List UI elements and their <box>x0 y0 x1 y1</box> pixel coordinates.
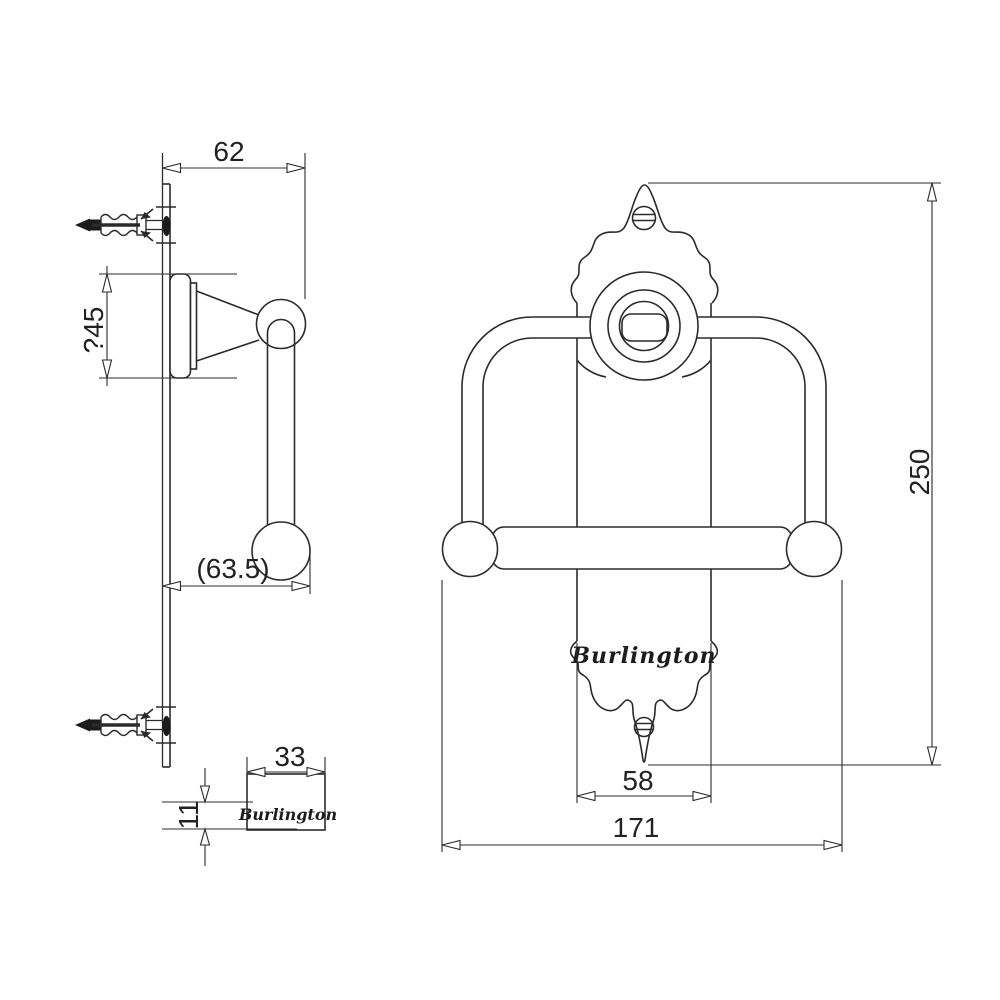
wall-anchor-bottom <box>73 705 178 745</box>
roller-bar <box>491 526 793 570</box>
dim-bell-diameter-label: ?45 <box>78 307 109 354</box>
dim-nameplate-height-label: 11 <box>173 800 204 829</box>
dim-wall-to-bracket-label: 62 <box>213 136 244 167</box>
holder-frame <box>461 316 827 545</box>
dim-bell-diameter <box>99 266 237 386</box>
dim-overall-height <box>648 182 941 766</box>
side-view: ?45 62 (63.5) <box>73 136 337 866</box>
nameplate-brand-text: Burlington <box>238 805 337 824</box>
backplate-sides <box>576 303 712 641</box>
dim-nameplate-width <box>246 757 326 778</box>
dim-backplate-width-label: 58 <box>622 765 653 796</box>
dim-overall-width <box>441 580 843 852</box>
dim-wall-to-ball-label: (63.5) <box>196 553 269 584</box>
dim-nameplate-width-label: 33 <box>274 741 305 772</box>
dim-overall-height-label: 250 <box>904 449 935 496</box>
mounting-bell <box>169 273 260 379</box>
pivot-hub-side <box>255 298 307 350</box>
dim-wall-to-ball <box>162 551 311 594</box>
backplate-bottom-finial <box>569 640 719 763</box>
wall-plate-side <box>161 153 171 768</box>
dim-overall-width-label: 171 <box>613 812 660 843</box>
front-view: Burlington 58 171 250 <box>441 182 941 852</box>
backplate-brand-text: Burlington <box>570 643 716 669</box>
arm-bend <box>266 318 296 334</box>
backplate-top-finial <box>570 184 719 304</box>
dim-nameplate-height <box>162 768 297 866</box>
dim-backplate-width <box>576 643 712 803</box>
roller-ball-right <box>785 520 843 578</box>
frame-bar-through-hub <box>621 313 668 342</box>
screw-hole-bottom <box>633 716 655 738</box>
dim-wall-to-bracket <box>162 153 306 299</box>
holder-arm-side <box>266 333 296 530</box>
screw-hole-top <box>631 205 657 231</box>
roller-ball-left <box>441 520 499 578</box>
wall-anchor-top <box>73 205 178 245</box>
